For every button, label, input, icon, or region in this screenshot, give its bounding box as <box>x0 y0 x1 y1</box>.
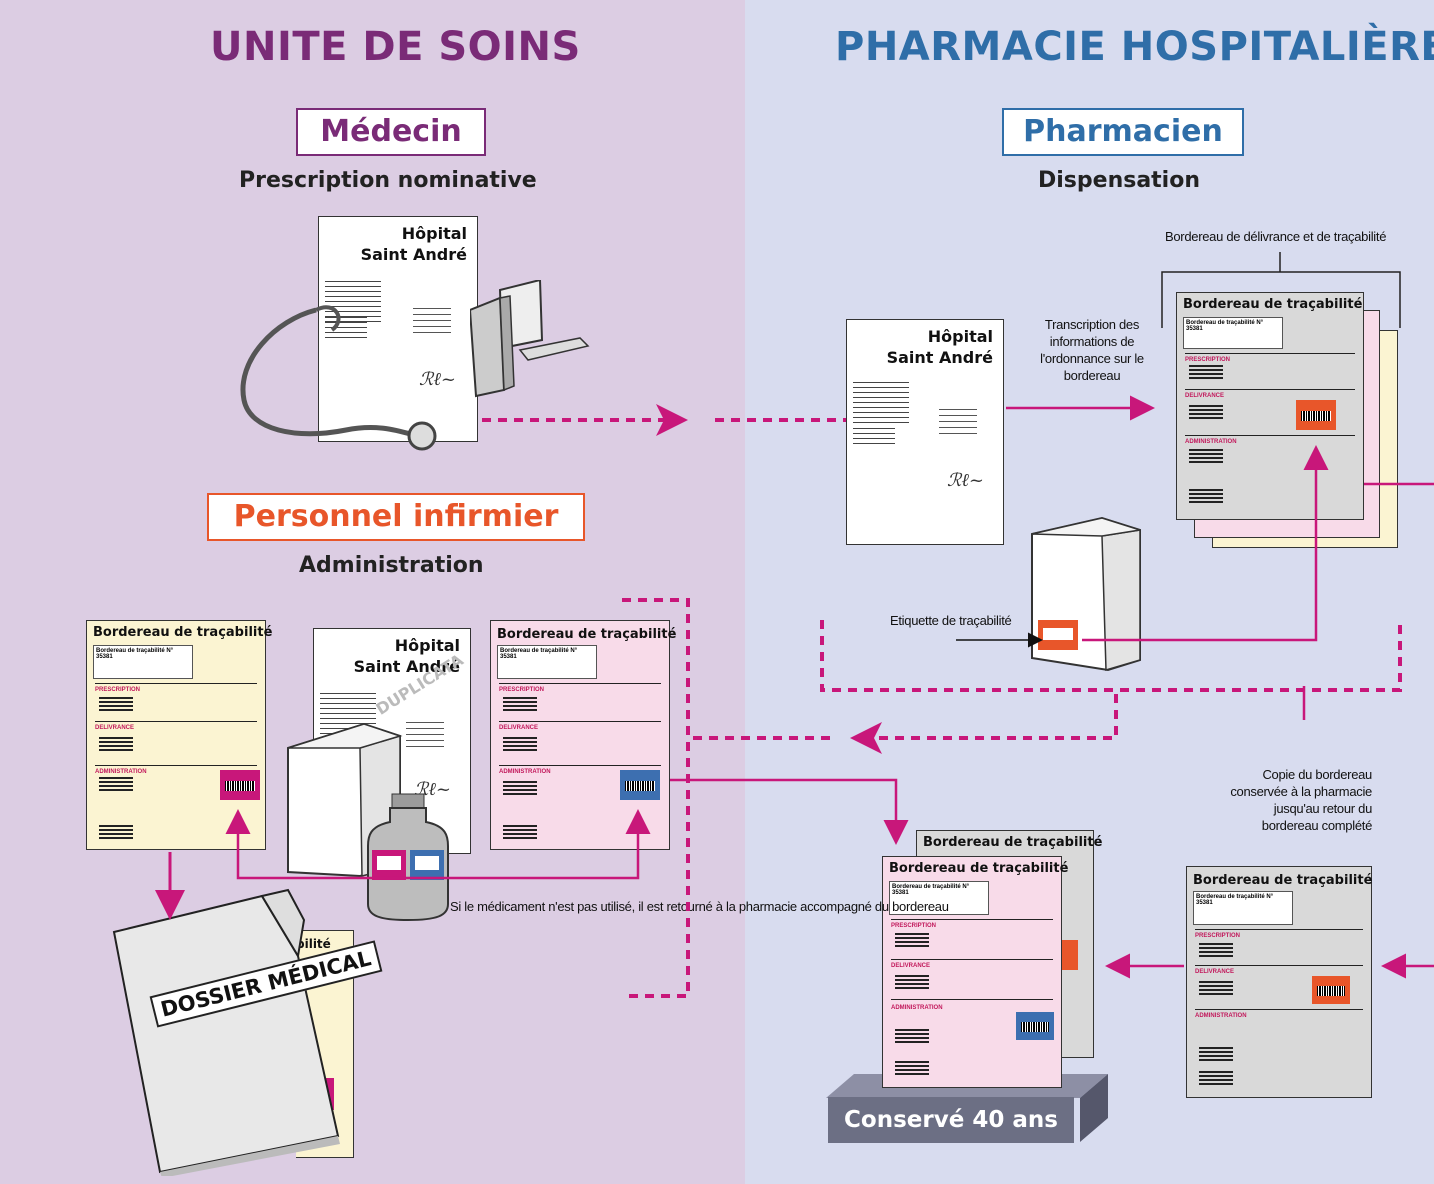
pink-to-archive-arrow <box>670 778 909 845</box>
left-panel-title: UNITE DE SOINS <box>210 24 581 70</box>
vial-to-bordereaux-line <box>236 826 640 880</box>
barcode-label-blue <box>620 770 660 800</box>
pharmacy-dispatch-dotted <box>820 620 1402 692</box>
dispatch-to-ward-arrow <box>850 694 1118 754</box>
dispensation-label: Dispensation <box>1038 168 1201 193</box>
medecin-label: Médecin <box>296 108 486 156</box>
copie-label: Copie du bordereau conservée à la pharma… <box>1230 767 1372 833</box>
prescription-nominative-label: Prescription nominative <box>239 168 537 193</box>
pharmacien-label: Pharmacien <box>1002 108 1244 156</box>
barcode-label-copie <box>1312 976 1350 1004</box>
conserve-40-ans-label: Conservé 40 ans <box>828 1097 1074 1143</box>
stethoscope-icon <box>240 305 437 451</box>
etiquette-label: Etiquette de traçabilité <box>890 613 1012 628</box>
barcode-label-archive <box>1016 1012 1054 1040</box>
medication-box-pharmacie <box>1031 516 1141 672</box>
barcode-peek-orange <box>1062 940 1078 970</box>
transcription-label: Transcription des informations de l'ordo… <box>1040 317 1144 383</box>
right-panel-title: PHARMACIE HOSPITALIÈRE <box>835 24 1434 70</box>
retour-label: Si le médicament n'est pas utilisé, il e… <box>450 899 949 914</box>
bordereau-archive-pink: Bordereau de traçabilité Bordereau de tr… <box>882 856 1068 1088</box>
personnel-infirmier-label: Personnel infirmier <box>207 493 585 541</box>
barcode-label-magenta <box>220 770 260 800</box>
administration-label: Administration <box>299 553 484 578</box>
computer-icon <box>470 280 590 398</box>
bordereau-bracket <box>1161 252 1401 328</box>
medication-vial-icon <box>367 793 449 922</box>
bordereau-delivrance-label: Bordereau de délivrance et de traçabilit… <box>1165 229 1387 244</box>
label-to-bordereau-arrow <box>1082 445 1329 642</box>
return-loop-dotted <box>622 598 690 998</box>
barcode-label-orange <box>1296 400 1336 430</box>
